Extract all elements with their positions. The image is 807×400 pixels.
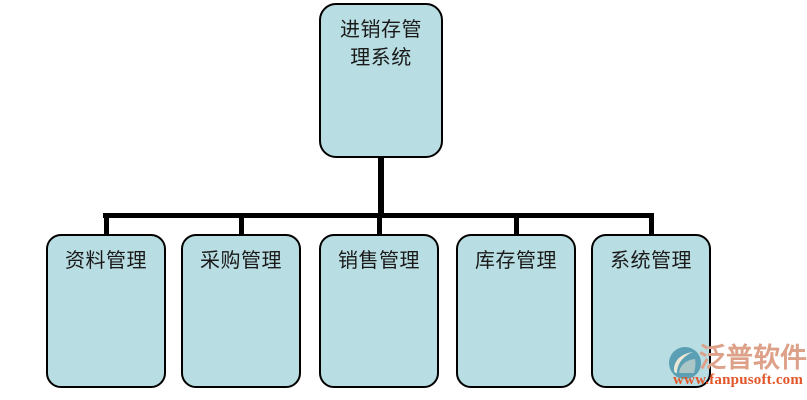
fanpu-circle-swoosh-icon	[669, 347, 701, 379]
node-child-label-1: 资料管理	[65, 250, 147, 272]
node-root-system[interactable]: 进销存管 理系统	[319, 3, 443, 158]
node-child-inventory-management[interactable]: 库存管理	[456, 234, 576, 388]
connector-root-stem	[378, 156, 384, 218]
watermark-url-text: www.fanpusoft.com	[673, 372, 804, 388]
connector-drop-4	[514, 213, 519, 236]
connector-drop-5	[649, 213, 654, 236]
node-child-label-4: 库存管理	[475, 250, 557, 272]
watermark-brand-text: 泛普软件	[699, 343, 807, 373]
connector-drop-1	[104, 213, 109, 236]
node-root-label: 进销存管 理系统	[340, 19, 422, 69]
connector-drop-2	[239, 213, 244, 236]
connector-drop-3	[377, 213, 382, 236]
node-child-sales-management[interactable]: 销售管理	[319, 234, 439, 388]
node-child-purchase-management[interactable]: 采购管理	[181, 234, 301, 388]
node-child-data-management[interactable]: 资料管理	[46, 234, 166, 388]
node-child-label-5: 系统管理	[610, 250, 692, 272]
watermark: 泛普软件 www.fanpusoft.com	[668, 343, 807, 392]
node-child-label-3: 销售管理	[338, 250, 420, 272]
node-child-label-2: 采购管理	[200, 250, 282, 272]
